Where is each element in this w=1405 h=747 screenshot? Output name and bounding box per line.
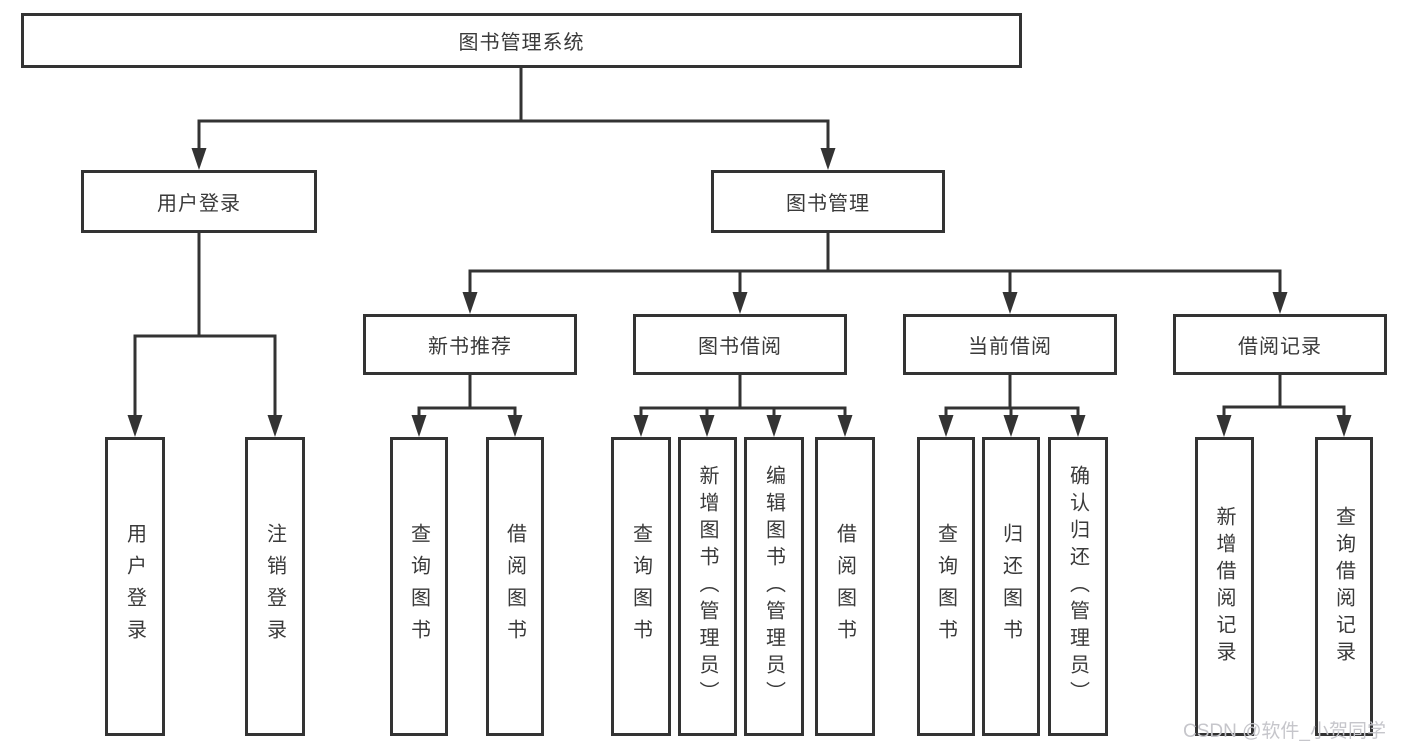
node-leaf-borrow-book-2: 借阅图书: [815, 437, 875, 736]
node-leaf-query-book-1: 查询图书: [390, 437, 448, 736]
node-leaf-user-login: 用户登录: [105, 437, 165, 736]
connector-user-login-to-leaves: [127, 231, 283, 437]
connector-new-book-to-leaves: [411, 373, 523, 437]
node-user-login: 用户登录: [81, 170, 317, 233]
node-new-book-recommend: 新书推荐: [363, 314, 577, 375]
node-current-borrow: 当前借阅: [903, 314, 1117, 375]
node-root-system: 图书管理系统: [21, 13, 1022, 68]
node-leaf-add-book-admin: 新增图书（管理员）: [678, 437, 737, 736]
connector-borrow-record-to-leaves: [1216, 373, 1352, 437]
node-leaf-confirm-return-admin: 确认归还（管理员）: [1048, 437, 1108, 736]
connector-book-borrow-to-leaves: [633, 373, 853, 437]
connector-book-management-to-level3: [462, 231, 1288, 314]
node-leaf-query-book-3: 查询图书: [917, 437, 975, 736]
node-leaf-borrow-book-1: 借阅图书: [486, 437, 544, 736]
node-leaf-edit-book-admin: 编辑图书（管理员）: [744, 437, 804, 736]
node-borrow-record: 借阅记录: [1173, 314, 1387, 375]
connector-current-borrow-to-leaves: [938, 373, 1086, 437]
node-leaf-logout: 注销登录: [245, 437, 305, 736]
node-book-borrow: 图书借阅: [633, 314, 847, 375]
node-leaf-return-book: 归还图书: [982, 437, 1040, 736]
node-leaf-add-borrow-record: 新增借阅记录: [1195, 437, 1254, 736]
connector-root-to-level2: [191, 66, 836, 170]
node-leaf-query-book-2: 查询图书: [611, 437, 671, 736]
csdn-watermark: CSDN @软件_小贺同学: [1183, 721, 1386, 742]
node-book-management: 图书管理: [711, 170, 945, 233]
node-leaf-query-borrow-record: 查询借阅记录: [1315, 437, 1373, 736]
